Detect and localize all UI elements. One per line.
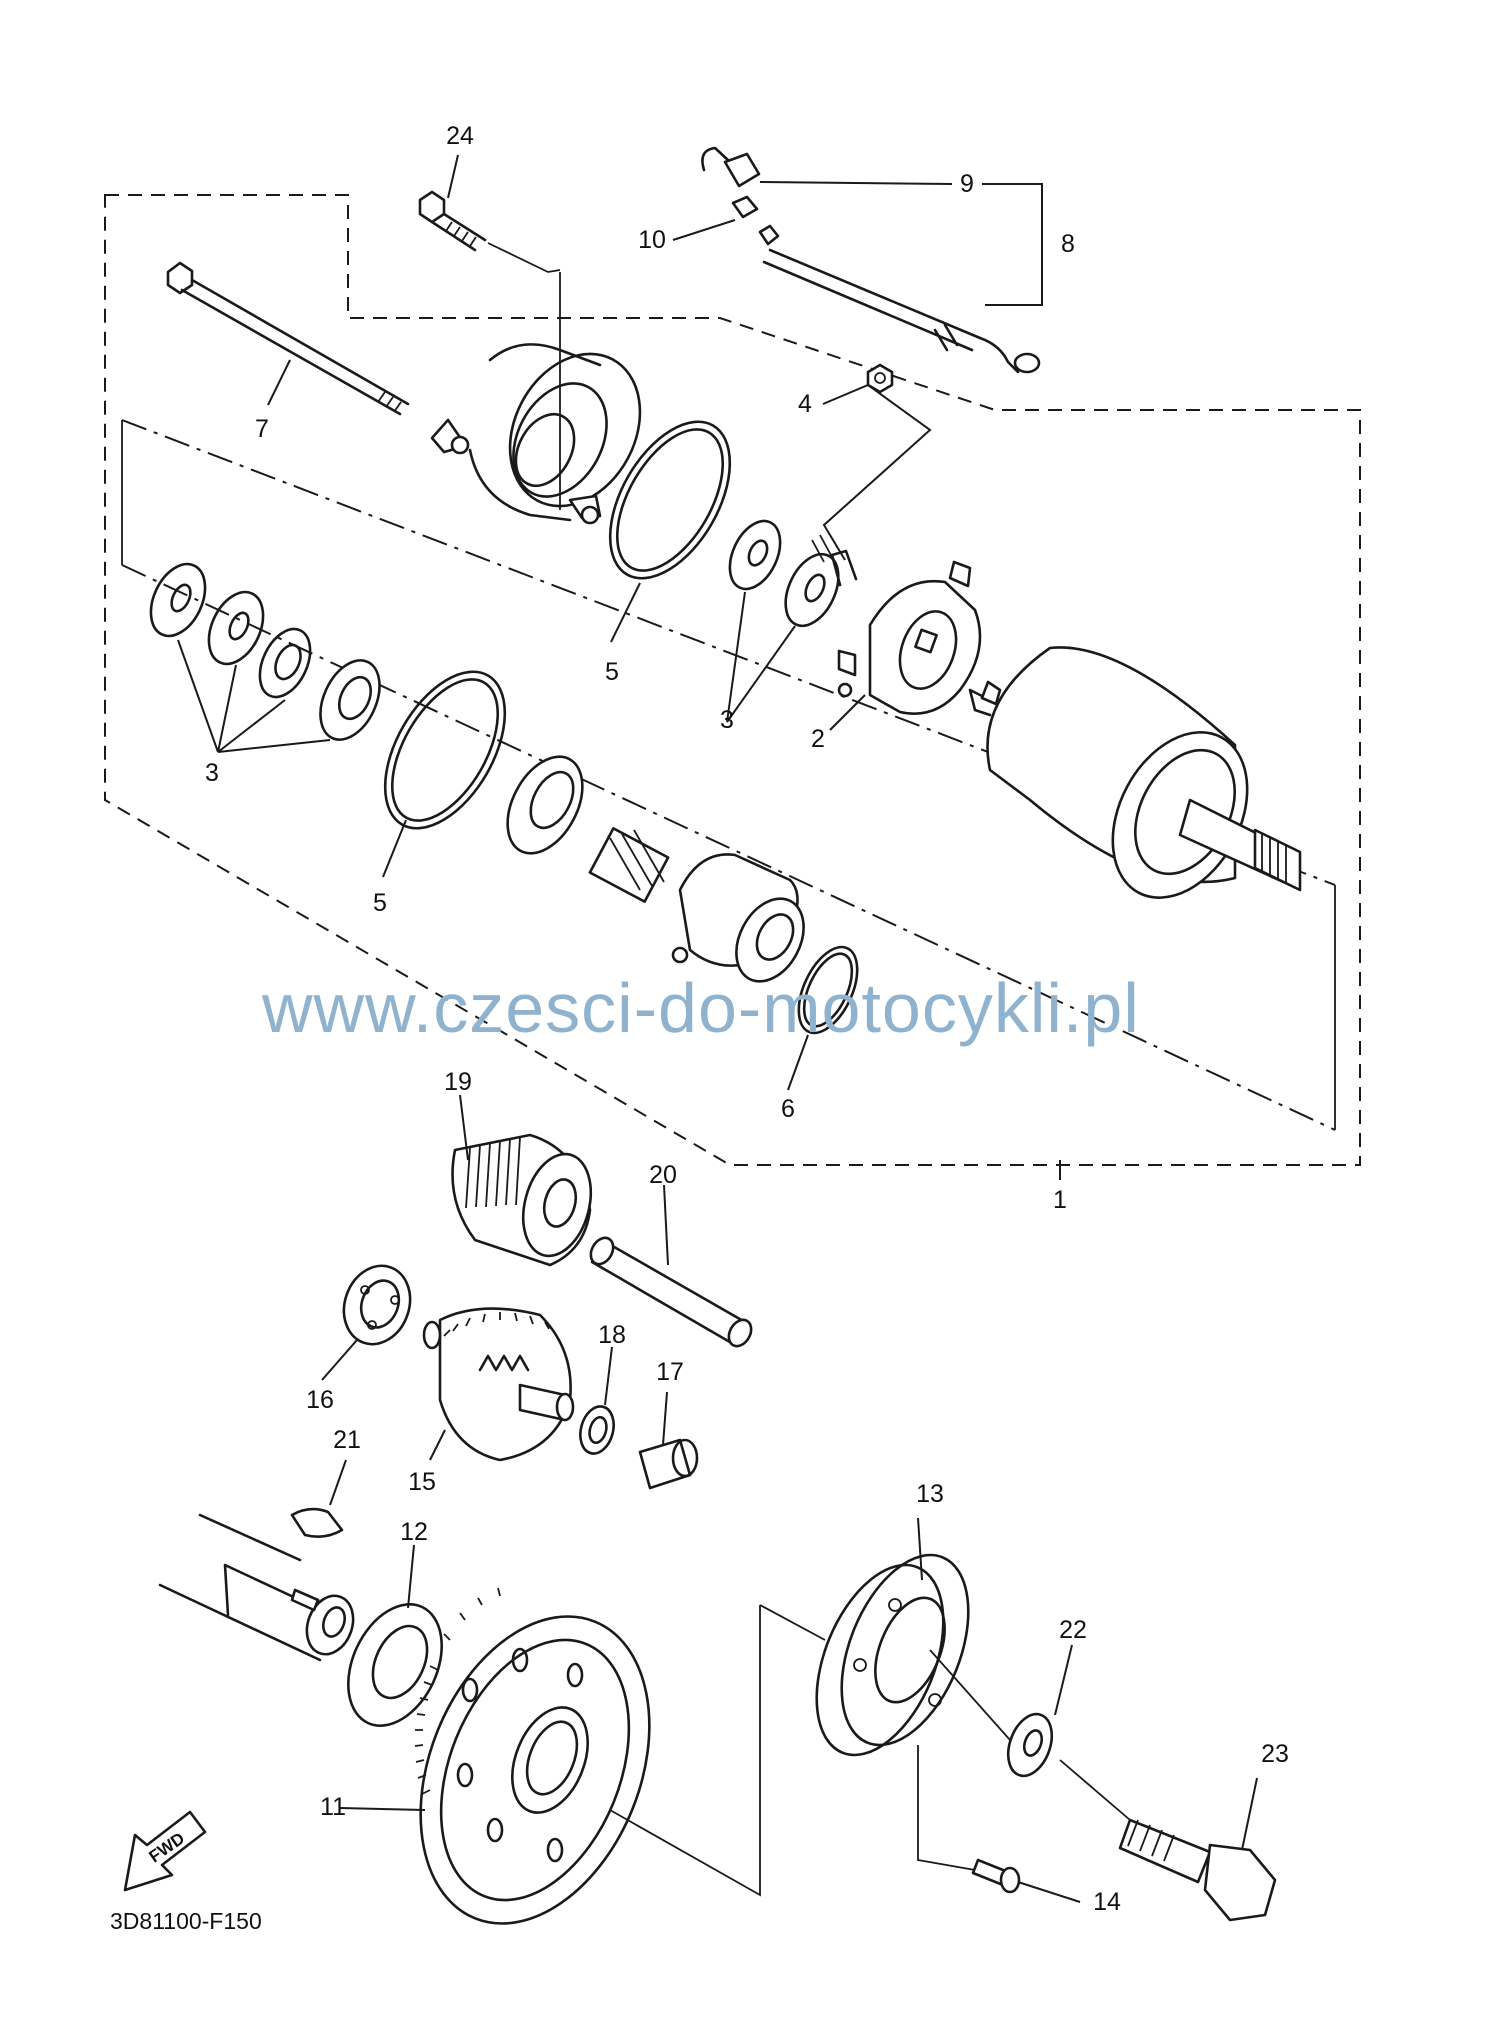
part-3-washers-lower	[149, 562, 381, 741]
part-3-washers-upper	[728, 519, 840, 628]
callout-3-upper: 3	[720, 706, 734, 734]
callout-18: 18	[598, 1321, 626, 1349]
callout-14: 14	[1093, 1888, 1121, 1916]
callout-8: 8	[1061, 230, 1075, 258]
part-22-washer	[1006, 1712, 1054, 1778]
part-2-brush-plate	[811, 534, 982, 715]
callout-6: 6	[781, 1095, 795, 1123]
part-16-bearing	[342, 1264, 412, 1346]
part-5-o-ring-upper	[608, 420, 732, 580]
part-19-idler-gear	[451, 1133, 593, 1267]
part-11-wheel-gear	[414, 1587, 651, 1925]
part-13-clutch-housing	[815, 1553, 970, 1757]
part-7-through-bolt	[166, 261, 410, 416]
watermark-text: www.czesci-do-motocykli.pl	[262, 969, 1140, 1047]
callout-17: 17	[656, 1358, 684, 1386]
part-15-clutch-gear	[422, 1307, 575, 1462]
callout-9: 9	[960, 170, 974, 198]
axis-line-side	[121, 420, 1336, 1130]
part-20-shaft	[589, 1236, 753, 1348]
rear-cover-parts	[506, 755, 805, 983]
callout-20: 20	[649, 1161, 677, 1189]
callout-19: 19	[444, 1068, 472, 1096]
callout-15: 15	[408, 1468, 436, 1496]
callout-5-upper: 5	[605, 658, 619, 686]
part-24-bolt	[418, 190, 561, 273]
callout-22: 22	[1059, 1616, 1087, 1644]
assembly-boundary-dashed	[104, 194, 1361, 1166]
callout-7: 7	[255, 415, 269, 443]
part-14-screw	[971, 1858, 1021, 1894]
callout-2: 2	[811, 725, 825, 753]
diagram-code: 3D81100-F150	[110, 1908, 262, 1934]
part-5-o-ring-lower	[383, 670, 507, 830]
part-18-washer	[579, 1405, 615, 1455]
callout-12: 12	[400, 1518, 428, 1546]
callout-21: 21	[333, 1426, 361, 1454]
starter-yoke	[968, 646, 1302, 899]
callout-10: 10	[638, 226, 666, 254]
part-6-ring	[797, 945, 859, 1035]
part-21-key	[290, 1507, 344, 1538]
callout-16: 16	[306, 1386, 334, 1414]
part-23-bolt	[1118, 1818, 1277, 1922]
callout-3-lower: 3	[205, 759, 219, 787]
callout-1: 1	[1053, 1186, 1067, 1214]
part-17-needle-bearing	[638, 1438, 699, 1490]
starter-front-cover	[430, 272, 642, 525]
callout-5-lower: 5	[373, 889, 387, 917]
callout-13: 13	[916, 1480, 944, 1508]
part-8-lead-wire	[701, 146, 1041, 374]
callout-11: 11	[320, 1793, 346, 1821]
callout-24: 24	[446, 122, 474, 150]
leader-lines	[177, 154, 1258, 1903]
callout-labels: 24 9 8 10 4 7 5 3 2 3 5 6 19 1 20 18 17 …	[205, 122, 1289, 1916]
axis-line-lower	[121, 564, 1336, 1131]
fwd-arrow-icon: FWD	[123, 1810, 207, 1892]
callout-4: 4	[798, 390, 812, 418]
crankshaft-end	[158, 1513, 355, 1662]
part-12-washer	[347, 1603, 443, 1727]
callout-23: 23	[1261, 1740, 1289, 1768]
